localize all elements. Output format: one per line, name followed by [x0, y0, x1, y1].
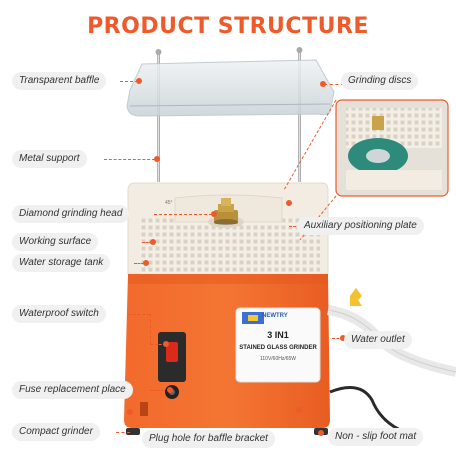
label-compact-grinder: Compact grinder: [12, 423, 100, 441]
leader-switch-h2: [150, 344, 166, 345]
dot-aux: [286, 200, 292, 206]
label-water-storage-tank: Water storage tank: [12, 254, 111, 272]
dot-discs: [320, 81, 326, 87]
sign-spec: 110V/60Hz/65W: [259, 356, 297, 362]
label-working-surface: Working surface: [12, 233, 99, 251]
label-transparent-baffle: Transparent baffle: [12, 72, 107, 90]
water-outlet-hose: [327, 288, 456, 377]
sign-brand: NEWTRY: [262, 313, 288, 319]
product-sign: [235, 307, 321, 383]
leader-tank: [134, 263, 144, 264]
metal-support-rods: [155, 47, 303, 182]
leader-working: [142, 242, 152, 243]
baffle-plug-holes: [140, 402, 148, 416]
top-section: 45°: [127, 182, 329, 275]
waterproof-switch: [158, 332, 186, 382]
dot-switch: [163, 341, 169, 347]
leader-compact: [116, 432, 130, 433]
transparent-baffle: [126, 59, 335, 117]
leader-switch-v: [150, 314, 151, 344]
leader-aux: [289, 226, 304, 227]
dot-plug: [296, 407, 302, 413]
dot-fuse: [167, 387, 173, 393]
power-cord: [329, 386, 401, 432]
label-grinding-discs: Grinding discs: [341, 72, 419, 90]
label-foot-mat: Non - slip foot mat: [328, 428, 424, 446]
page-title: PRODUCT STRUCTURE: [87, 14, 369, 39]
label-auxiliary-positioning-plate: Auxiliary positioning plate: [297, 217, 424, 235]
sign-subtitle: STAINED GLASS GRINDER: [239, 345, 317, 351]
label-water-outlet: Water outlet: [344, 331, 412, 349]
dot-compact: [127, 409, 133, 415]
dot-head: [211, 211, 217, 217]
grinding-disc-inset: [335, 99, 449, 197]
leader-support: [104, 159, 155, 160]
dot-baffle: [136, 78, 142, 84]
leader-discs: [324, 84, 344, 85]
angle-mark-text: 45°: [165, 200, 173, 206]
label-fuse-replacement-place: Fuse replacement place: [12, 381, 133, 399]
label-waterproof-switch: Waterproof switch: [12, 305, 106, 323]
leader-baffle: [120, 81, 138, 82]
dot-outlet: [340, 335, 346, 341]
label-metal-support: Metal support: [12, 150, 87, 168]
leader-head: [154, 214, 212, 215]
leader-outlet: [332, 338, 344, 339]
diamond-grinding-head: [208, 198, 244, 228]
leader-fuse: [150, 390, 165, 391]
label-diamond-grinding-head: Diamond grinding head: [12, 205, 130, 223]
sign-model: 3 IN1: [267, 330, 289, 340]
dot-working: [150, 239, 156, 245]
label-plug-hole: Plug hole for baffle bracket: [142, 430, 275, 448]
dot-tank: [143, 260, 149, 266]
dot-support: [154, 156, 160, 162]
leader-switch: [128, 314, 150, 315]
dot-foot: [318, 430, 324, 436]
